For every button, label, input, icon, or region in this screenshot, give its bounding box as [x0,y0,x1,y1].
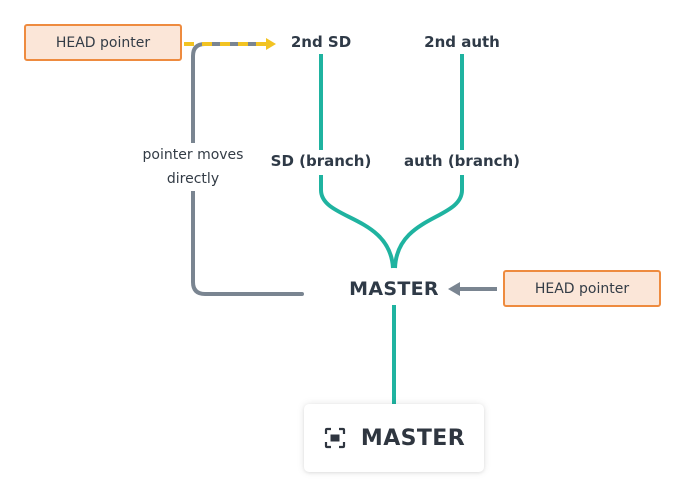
head-pointer-box-top: HEAD pointer [24,24,182,61]
sd-merge-curve [319,175,395,269]
node-sd-branch: SD (branch) [268,152,374,170]
head-pointer-label-master: HEAD pointer [534,280,630,297]
head-pointer-box-master: HEAD pointer [503,270,661,307]
master-card-label: MASTER [360,425,466,451]
pointer-move-note: pointer moves directly [142,143,244,191]
branch-target-icon [323,426,347,450]
moved-pointer-arrowhead [266,38,276,50]
head-to-master-arrowhead [448,282,460,296]
node-master: MASTER [347,278,441,300]
auth-merge-curve [393,175,464,269]
head-pointer-label-top: HEAD pointer [55,34,151,51]
node-auth-branch: auth (branch) [401,152,523,170]
node-2nd-auth: 2nd auth [422,33,502,51]
master-card: MASTER [304,404,484,472]
node-2nd-sd: 2nd SD [288,33,354,51]
pointer-move-note-line1: pointer moves [142,147,244,163]
pointer-move-note-line2: directly [166,171,220,187]
